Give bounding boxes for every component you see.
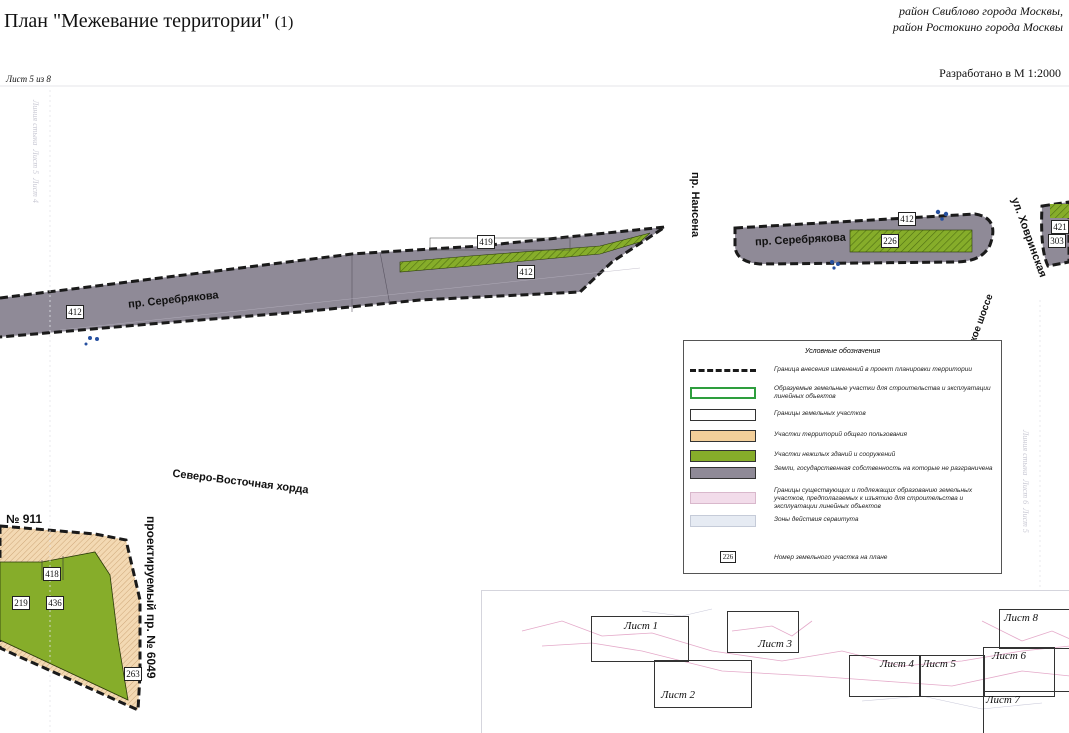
key-sheet-6[interactable]: Лист 6 — [983, 647, 1055, 697]
parcel-number-421: 421 — [1051, 220, 1069, 234]
parcel-number-303: 303 — [1048, 234, 1066, 248]
parcel-419-strip — [399, 232, 651, 273]
legend-item-state-land: Земли, государственная собственность на … — [690, 465, 995, 483]
legend-item-plan-boundary: Граница внесения изменений в проект план… — [690, 363, 995, 381]
label-projected-passage: проектируемый пр. № 6049 — [144, 516, 158, 679]
key-sheet-5[interactable]: Лист 5 — [919, 655, 985, 697]
legend-swatch — [690, 467, 756, 479]
parcel-number-436: 436 — [46, 596, 64, 610]
parcel-number-419: 419 — [477, 235, 495, 249]
legend-item-public-areas: Участки территорий общего пользования — [690, 428, 995, 446]
district-line-1: район Свиблово города Москвы, — [898, 4, 1063, 18]
legend-swatch — [690, 515, 756, 527]
legend-swatch — [690, 369, 756, 372]
legend: Условные обозначения Граница внесения из… — [683, 340, 1002, 574]
legend-item-servitude: Зоны действия сервитута — [690, 513, 995, 531]
block-911-green — [0, 551, 129, 701]
key-sheet-7[interactable]: Лист 7 — [983, 691, 1069, 733]
key-map: Лист 1 Лист 2 Лист 3 Лист 4 Лист 5 Лист … — [481, 590, 1069, 733]
district-line-2: район Ростокино города Москвы — [892, 20, 1063, 34]
parcel-number-263: 263 — [124, 667, 142, 681]
plan-boundary-dashed-main — [0, 225, 666, 339]
legend-item-withdrawal: Границы существующих и подлежащих образо… — [690, 487, 995, 511]
key-sheet-3[interactable]: Лист 3 — [727, 611, 799, 653]
legend-swatch — [690, 409, 756, 421]
key-sheet-4[interactable]: Лист 4 — [849, 655, 921, 697]
street-label-nansena: пр. Нансена — [689, 172, 701, 238]
legend-swatch — [690, 430, 756, 442]
parcel-number-412-left: 412 — [66, 305, 84, 319]
parcel-number-418: 418 — [43, 567, 61, 581]
scale-note: Разработано в М 1:2000 — [939, 66, 1061, 80]
sheet-number: Лист 5 из 8 — [6, 74, 51, 84]
page-title: План "Межевание территории" (1) — [4, 10, 294, 32]
legend-item-parcel-bounds: Границы земельных участков — [690, 407, 995, 425]
legend-item-nonresidential: Участки нежилых зданий и сооружений — [690, 448, 995, 466]
parcel-number-412-right: 412 — [898, 212, 916, 226]
label-block-911: № 911 — [6, 512, 43, 526]
parcel-number-412-mid: 412 — [517, 265, 535, 279]
key-sheet-1[interactable]: Лист 1 — [591, 616, 689, 662]
road-serebryakova-strip — [0, 227, 665, 337]
key-sheet-8[interactable]: Лист 8 — [999, 609, 1069, 649]
legend-swatch — [690, 450, 756, 462]
parcel-number-219: 219 — [12, 596, 30, 610]
seam-note-left: Линия стыка Лист 5 Лист 4 — [31, 100, 40, 203]
legend-item-parcel-number: 226 Номер земельного участка на плане — [690, 551, 995, 569]
key-sheet-2[interactable]: Лист 2 — [654, 660, 752, 708]
legend-item-new-parcels: Образуемые земельные участки для строите… — [690, 385, 995, 403]
parcel-226-area — [849, 229, 973, 253]
seam-note-right: Линия стыка Лист 6 Лист 5 — [1021, 430, 1030, 533]
legend-swatch — [690, 387, 756, 399]
legend-swatch — [690, 492, 756, 504]
parcel-number-226: 226 — [881, 234, 899, 248]
legend-title: Условные обозначения — [804, 348, 881, 355]
